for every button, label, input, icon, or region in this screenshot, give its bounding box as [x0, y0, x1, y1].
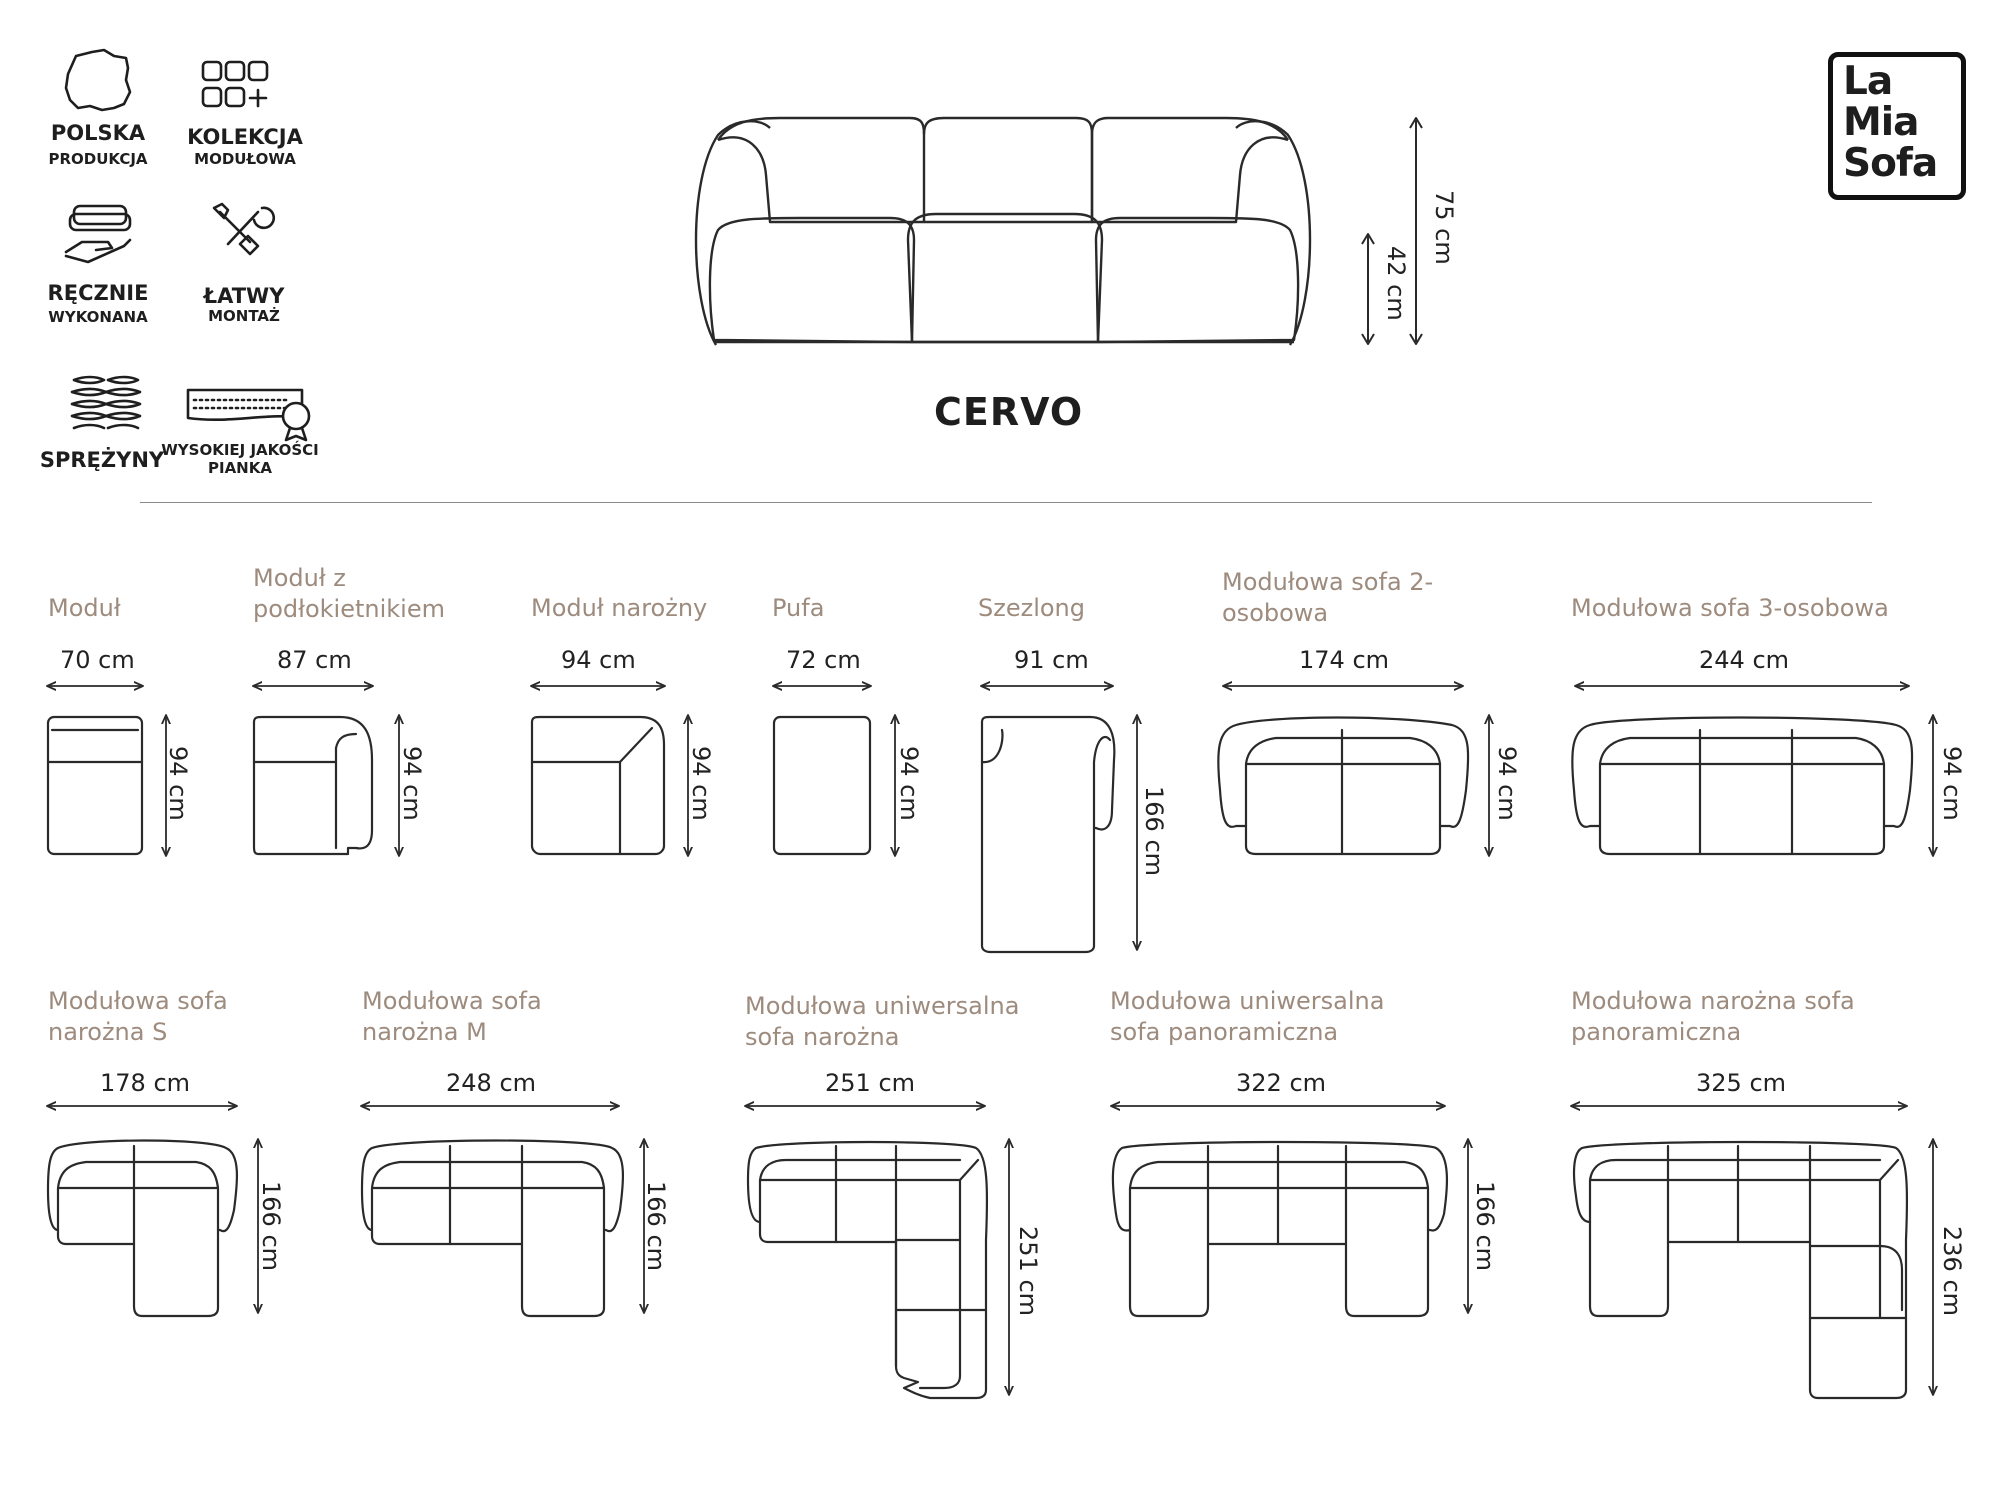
module-plan-6 [1571, 716, 1914, 856]
feature-subtitle-kolekcja: MODUŁOWA [194, 150, 296, 168]
module-width-4: 91 cm [1014, 646, 1089, 674]
module-plan-3 [772, 715, 872, 856]
poland-map-icon [64, 48, 132, 112]
hand-sofa-icon [64, 204, 132, 264]
logo-line-2: Mia [1843, 100, 1919, 145]
feature-title-sprezyny: SPRĘŻYNY [39, 448, 165, 472]
module-title-4: Szezlong [978, 594, 1085, 622]
back-cushion-1 [717, 116, 926, 224]
divider-line [140, 502, 1872, 503]
module-width-1: 87 cm [277, 646, 352, 674]
module-title-8: Modułowa sofa narożna M [362, 987, 542, 1046]
module-title-7: Modułowa sofa narożna S [48, 987, 228, 1046]
feature-title-polska: POLSKA [50, 121, 146, 145]
feature-title-kolekcja: KOLEKCJA [187, 125, 303, 149]
module-title-3: Pufa [772, 594, 825, 622]
seat-cushion-3 [1094, 216, 1300, 344]
module-width-6: 244 cm [1699, 646, 1790, 674]
feature-subtitle-polska: PRODUKCJA [48, 150, 148, 168]
module-plan-0 [46, 715, 144, 856]
height-arrows [1361, 117, 1423, 345]
module-plan-5 [1217, 716, 1470, 856]
module-title-9: Modułowa uniwersalna sofa narożna [745, 992, 1020, 1051]
back-cushion-3 [1090, 116, 1289, 224]
module-width-8: 248 cm [446, 1069, 537, 1097]
module-title-1: Moduł z podłokietnikiem [253, 564, 445, 623]
module-plan-2 [530, 715, 666, 856]
logo-line-3: Sofa [1843, 141, 1938, 186]
springs-icon [70, 375, 142, 430]
module-plan-11 [1572, 1140, 1909, 1400]
feature-subtitle-recznie: WYKONANA [48, 308, 148, 326]
seat-cushion-2 [906, 212, 1104, 344]
width-arrows [48, 686, 1908, 1106]
feature-title-latwy: ŁATWY [203, 284, 285, 308]
depth-arrows [166, 716, 1933, 1394]
module-width-2: 94 cm [561, 646, 636, 674]
brand-logo: La Mia Sofa [1828, 52, 1966, 200]
module-plan-9 [746, 1140, 989, 1400]
feature-subtitle-pianka: WYSOKIEJ JAKOŚCI PIANKA [161, 441, 319, 477]
module-width-11: 325 cm [1696, 1069, 1787, 1097]
tools-icon [212, 202, 276, 256]
module-title-2: Moduł narożny [531, 594, 708, 622]
module-width-7: 178 cm [100, 1069, 191, 1097]
module-title-5: Modułowa sofa 2-osobowa [1222, 568, 1434, 627]
module-plan-7 [46, 1139, 239, 1318]
module-plan-4 [980, 715, 1116, 954]
sofa-front-view [694, 116, 1423, 346]
logo-line-1: La [1843, 59, 1893, 104]
module-width-10: 322 cm [1236, 1069, 1327, 1097]
feature-subtitle-latwy: MONTAŻ [208, 307, 280, 325]
module-title-0: Moduł [48, 594, 121, 622]
module-width-5: 174 cm [1299, 646, 1390, 674]
module-width-9: 251 cm [825, 1069, 916, 1097]
module-title-6: Modułowa sofa 3-osobowa [1571, 594, 1889, 622]
module-width-3: 72 cm [786, 646, 861, 674]
foam-quality-icon [186, 388, 311, 442]
module-width-0: 70 cm [60, 646, 135, 674]
module-plan-8 [360, 1139, 625, 1318]
module-plan-10 [1111, 1140, 1449, 1318]
feature-title-recznie: RĘCZNIE [47, 281, 149, 305]
product-title: CERVO [934, 390, 1084, 434]
module-plan-1 [252, 715, 374, 856]
module-title-11: Modułowa narożna sofa panoramiczna [1571, 987, 1855, 1046]
modules-grid-icon [201, 60, 269, 108]
feature-icons [64, 48, 311, 442]
module-title-10: Modułowa uniwersalna sofa panoramiczna [1110, 987, 1385, 1046]
